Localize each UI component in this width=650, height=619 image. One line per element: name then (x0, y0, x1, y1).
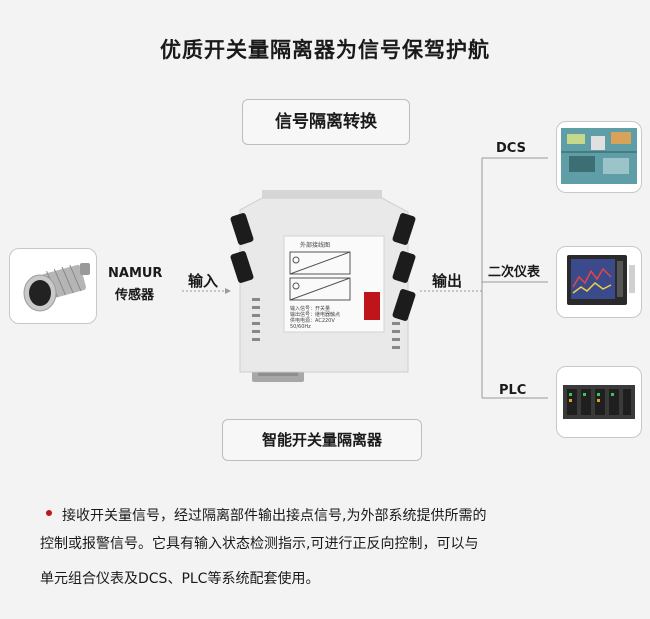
meter-image-panel (556, 246, 642, 318)
plc-image-panel (556, 366, 642, 438)
smart-isolator-label: 智能开关量隔离器 (222, 419, 422, 461)
target-label-meter: 二次仪表 (488, 265, 541, 280)
sensor-image-panel (9, 248, 97, 324)
device-spec-line: 输入信号：开关量 (290, 306, 331, 312)
signal-isolation-label: 信号隔离转换 (242, 99, 410, 145)
plc-module-icon (563, 385, 635, 419)
device-diagram-title: 外部接线图 (300, 242, 331, 249)
target-label-dcs: DCS (496, 141, 526, 156)
recorder-meter-icon (567, 255, 635, 305)
description-line: 单元组合仪表及DCS、PLC等系统配套使用。 (40, 571, 320, 587)
namur-sensor-icon (23, 263, 90, 312)
dcs-screen-icon (561, 128, 637, 184)
description-line: 控制或报警信号。它具有输入状态检测指示,可进行正反向控制，可以与 (40, 536, 479, 552)
description-text: 接收开关量信号，经过隔离部件输出接点信号,为外部系统提供所需的 控制或报警信号。… (40, 505, 630, 590)
sensor-label: 传感器 (115, 288, 155, 303)
input-arrow (225, 288, 231, 294)
output-label: 输出 (432, 272, 463, 290)
device-spec-line: 50/60Hz (290, 324, 311, 330)
description-line: 接收开关量信号，经过隔离部件输出接点信号,为外部系统提供所需的 (62, 508, 487, 524)
input-label: 输入 (188, 272, 219, 290)
page-title: 优质开关量隔离器为信号保驾护航 (160, 38, 490, 62)
bullet-dot (46, 510, 52, 516)
sensor-type-label: NAMUR (108, 266, 163, 281)
dcs-image-panel (556, 121, 642, 193)
device-spec-line: 供电电源：AC220V (290, 318, 335, 324)
device-spec: 输入信号：开关量 输出信号：继电器触点 供电电源：AC220V 50/60Hz (290, 306, 360, 330)
isolator-device (230, 190, 416, 382)
target-label-plc: PLC (499, 383, 527, 398)
device-spec-line: 输出信号：继电器触点 (290, 312, 341, 318)
